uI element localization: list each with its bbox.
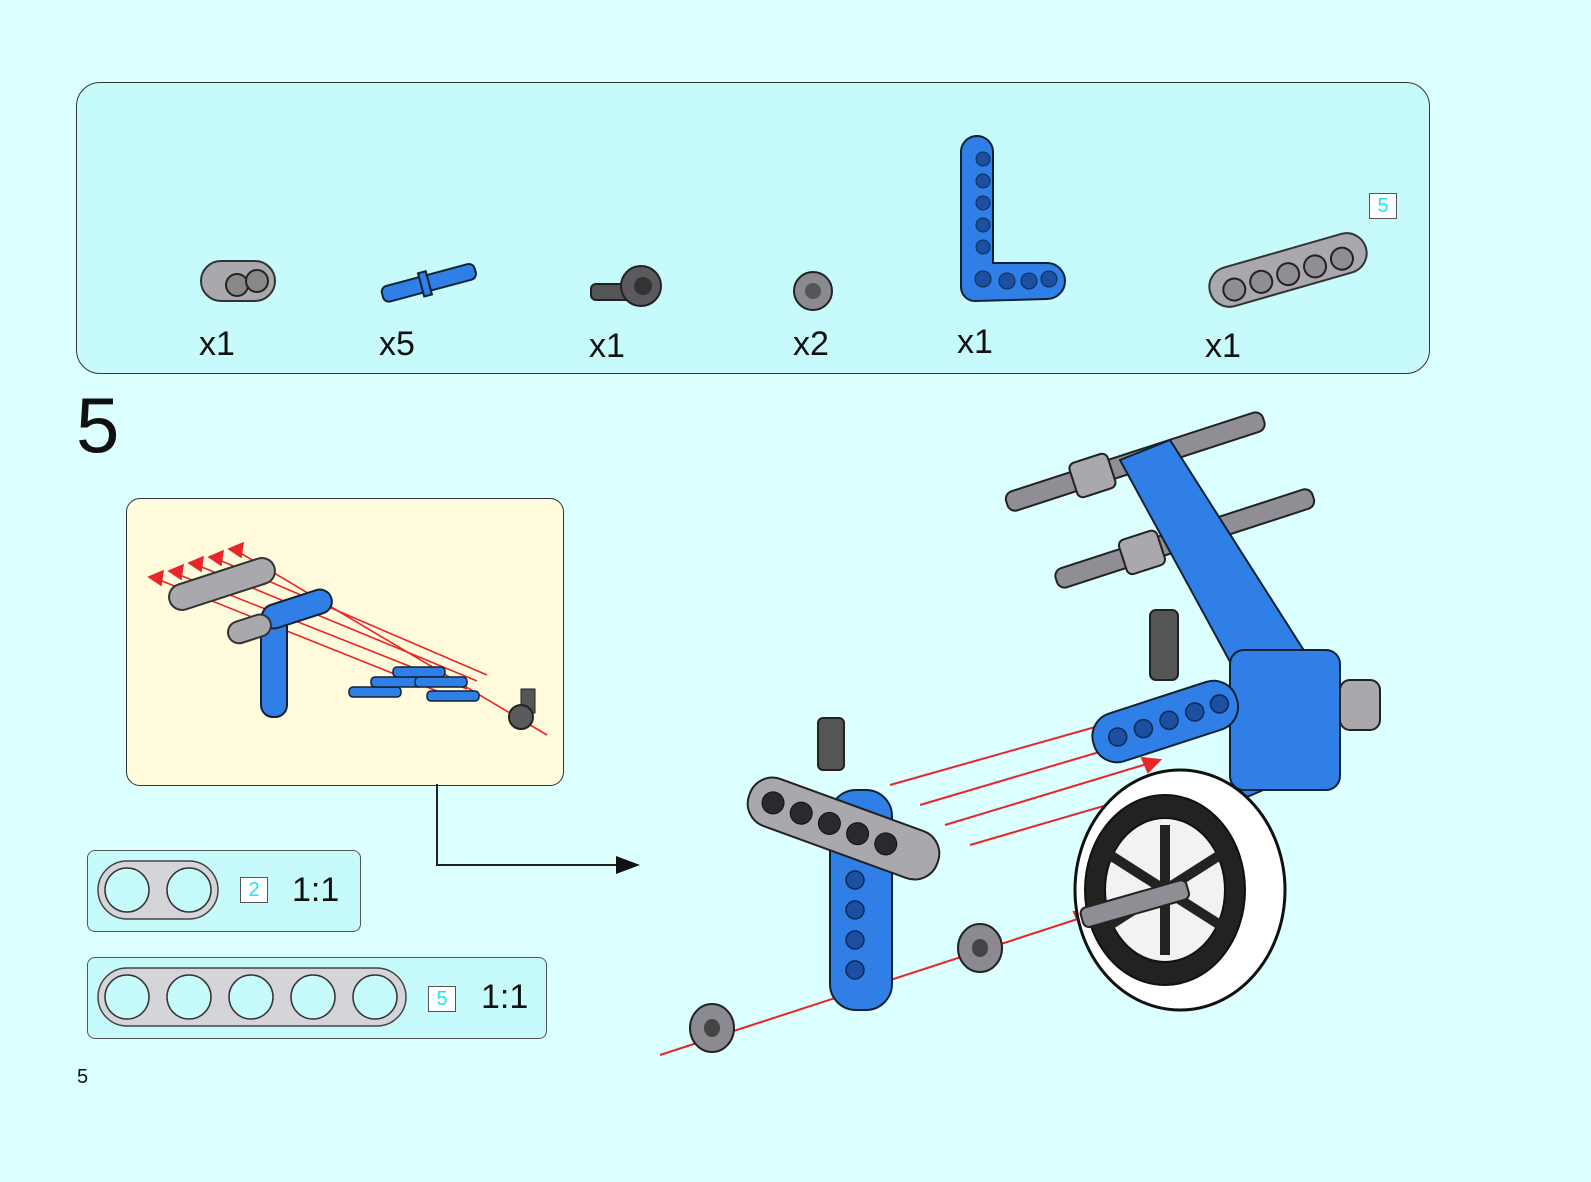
- part-qty: x1: [1205, 327, 1241, 365]
- callout-pointer-arrow: [436, 784, 640, 874]
- main-assembly-illustration: [659, 411, 1381, 1056]
- length-badge: 5: [428, 986, 456, 1012]
- length-badge: 2: [240, 877, 268, 903]
- parts-list-panel: x1 x5 x1 x2 x1 5 x1: [76, 82, 1430, 374]
- step-number: 5: [76, 381, 120, 469]
- scale-guide-5-beam: 5 1:1: [87, 957, 547, 1039]
- part-bush-image: [793, 271, 833, 311]
- page-number: 5: [77, 1066, 89, 1088]
- part-2-hole-beam-image: [200, 260, 276, 302]
- part-5-hole-beam-image: [1208, 232, 1368, 308]
- part-l-beam-image: [959, 135, 1066, 303]
- scale-ratio: 1:1: [481, 978, 529, 1016]
- part-qty: x1: [589, 327, 625, 365]
- beam-5-outline-icon: [97, 967, 407, 1027]
- part-qty: x1: [199, 325, 235, 363]
- beam-2-outline-icon: [97, 860, 219, 920]
- scale-guide-2-beam: 2 1:1: [87, 850, 361, 932]
- sub-assembly-callout: [126, 498, 564, 786]
- sub-assembly-illustration: [147, 541, 548, 736]
- length-badge: 5: [1369, 193, 1397, 219]
- part-axle-connector-image: [590, 265, 662, 307]
- part-qty: x2: [793, 325, 829, 363]
- part-qty: x5: [379, 325, 415, 363]
- part-pin-image: [380, 263, 477, 303]
- part-qty: x1: [957, 323, 993, 361]
- scale-ratio: 1:1: [292, 871, 340, 909]
